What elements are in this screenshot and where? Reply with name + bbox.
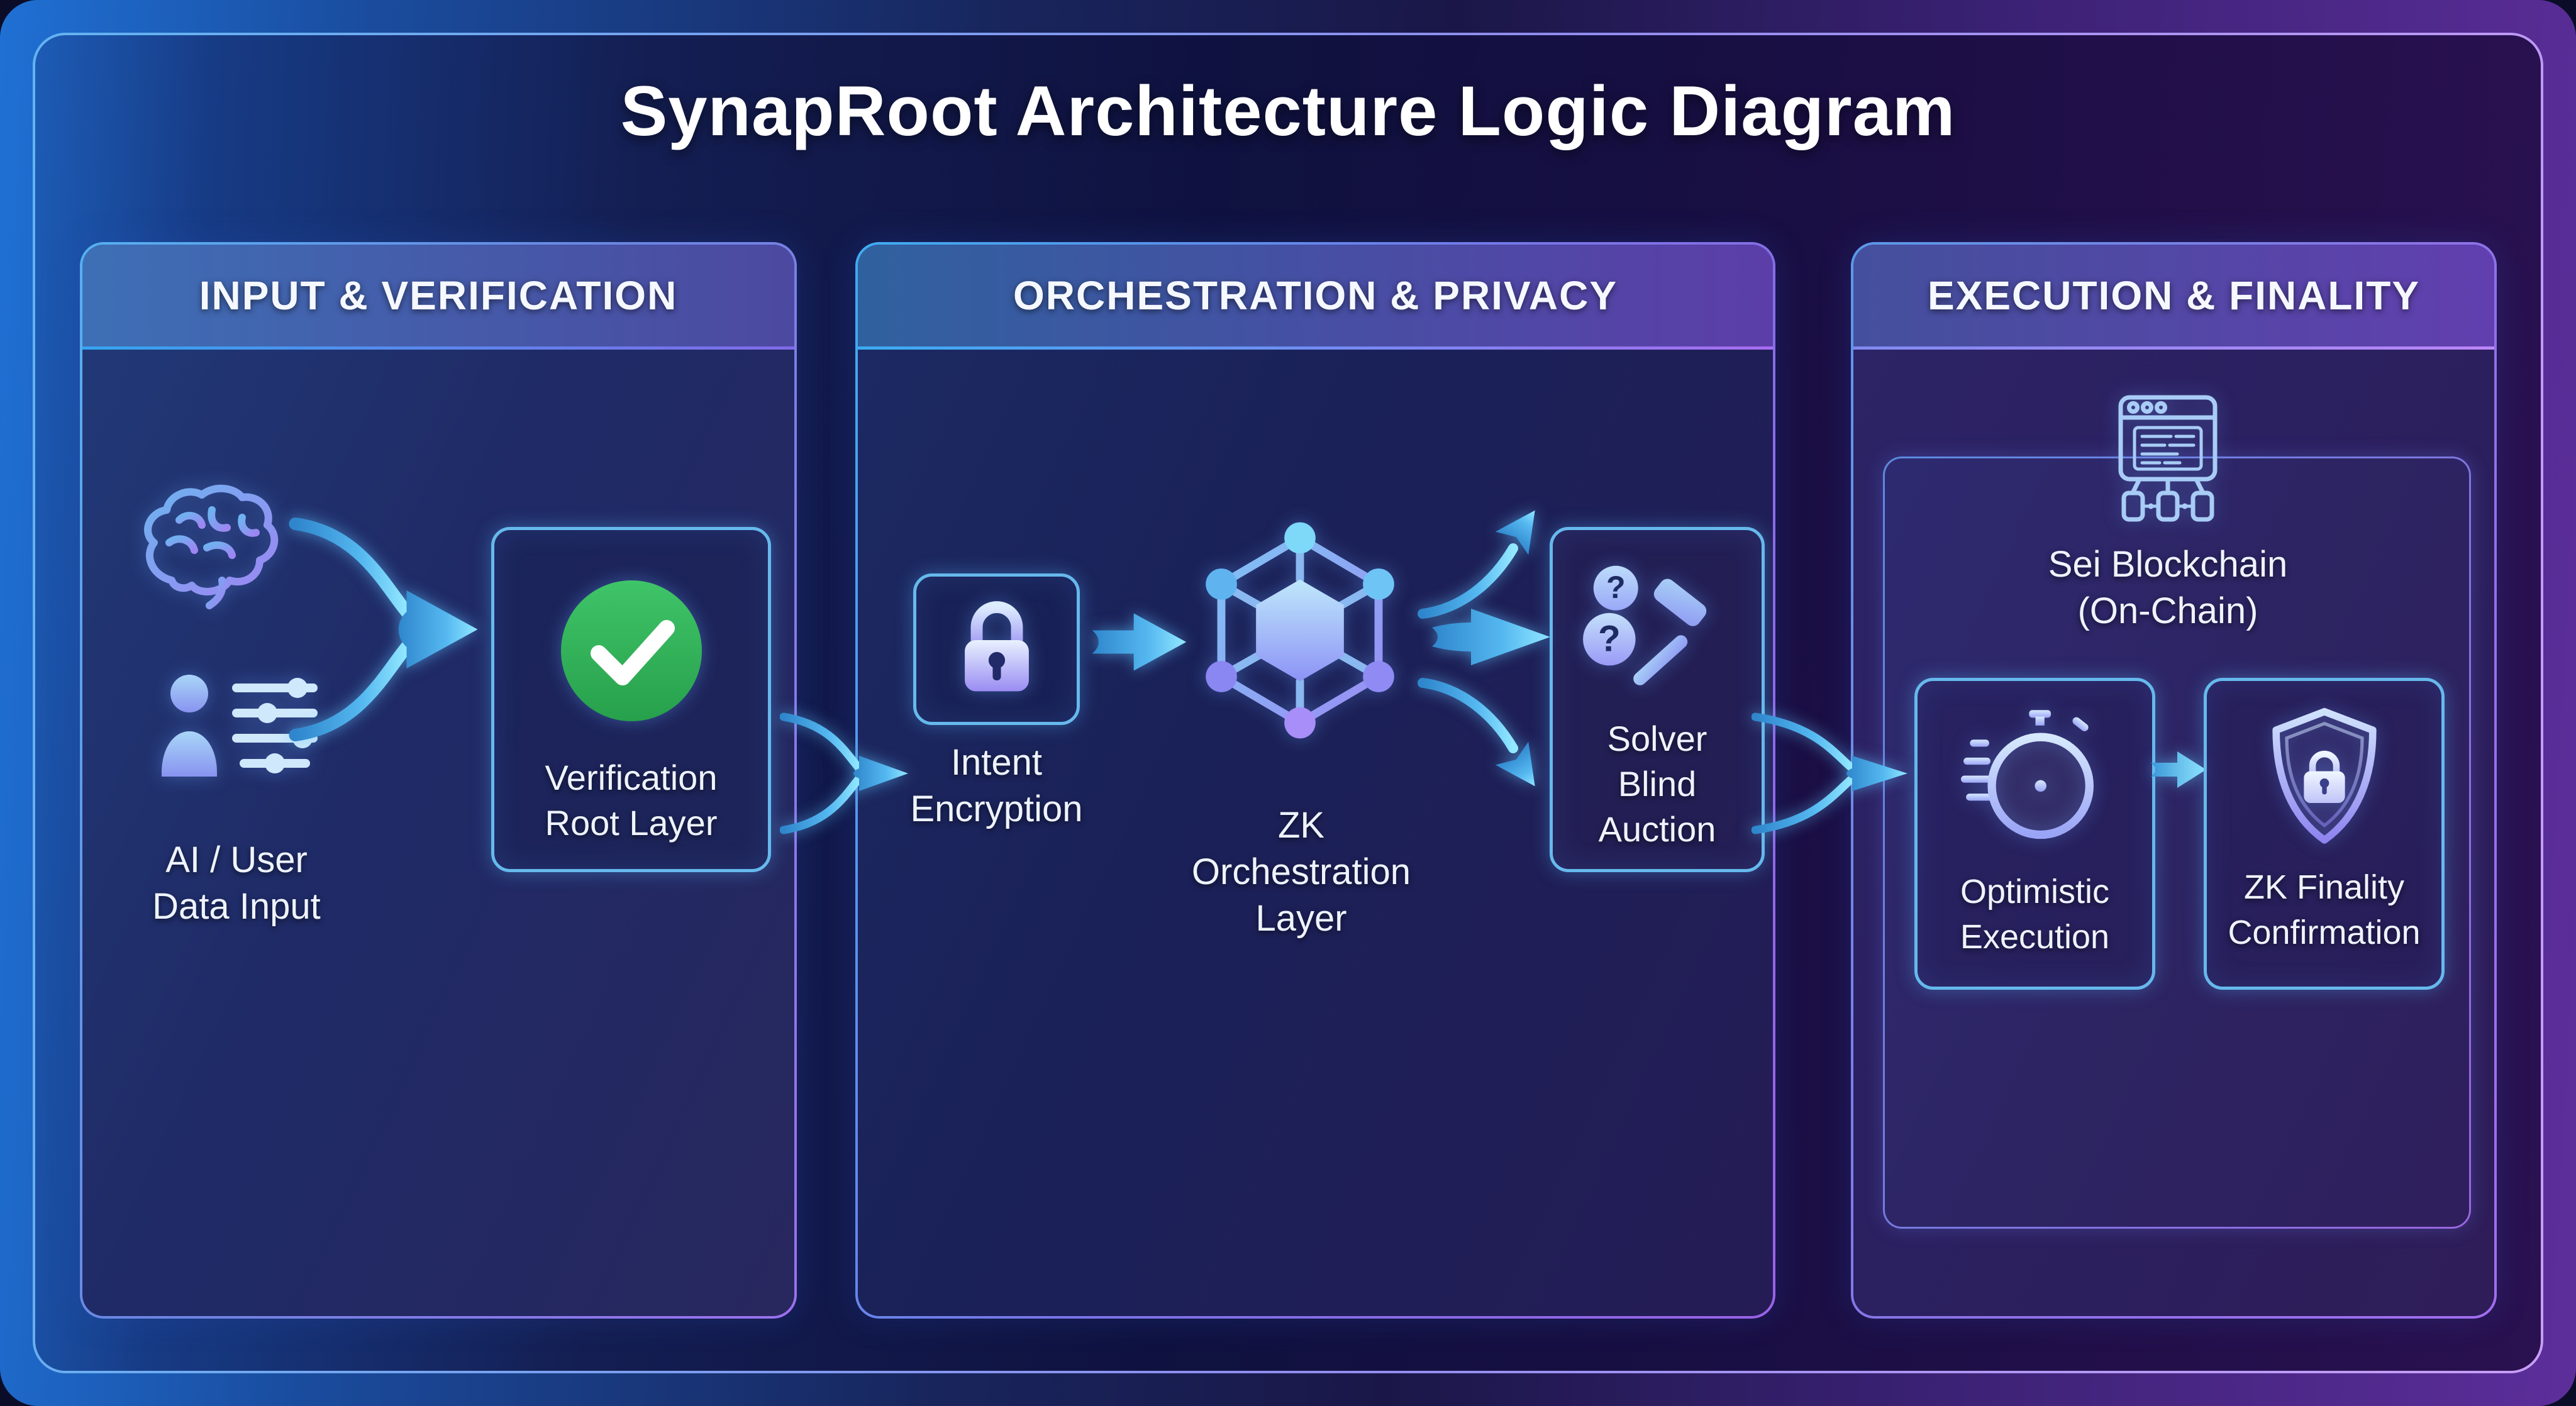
- node-verification-root-layer: Verification Root Layer: [491, 527, 771, 872]
- label-zk-finality-confirmation: ZK Finality Confirmation: [2228, 868, 2421, 951]
- label-zk-orchestration-layer: ZK Orchestration Layer: [1191, 805, 1411, 939]
- page-title: SynapRoot Architecture Logic Diagram: [620, 72, 1956, 150]
- check-circle-icon: [560, 580, 702, 721]
- label-sei-blockchain: Sei Blockchain (On-Chain): [2048, 544, 2288, 631]
- panel-header-orchestration-privacy: ORCHESTRATION & PRIVACY: [858, 245, 1773, 346]
- padlock-icon: [964, 601, 1029, 692]
- label-intent-encryption: Intent Encryption: [910, 742, 1083, 829]
- panel-execution-finality: EXECUTION & FINALITY: [1851, 242, 2497, 1319]
- svg-text:?: ?: [1598, 618, 1621, 659]
- flow-arrow-zk-fan-top: [1418, 510, 1535, 619]
- panel-header-divider: [858, 346, 1773, 350]
- panel-header-divider: [82, 346, 794, 350]
- stopwatch-icon: [1961, 710, 2094, 839]
- node-solver-blind-auction: ? ? Solver Blind Auction: [1550, 527, 1765, 872]
- hexagon-network-icon: [1206, 522, 1394, 739]
- label-solver-blind-auction: Solver Blind Auction: [1598, 719, 1716, 849]
- brain-icon: [144, 484, 279, 609]
- flow-arrow-input-to-verification: [289, 518, 478, 741]
- flow-arrow-zk-fan-middle: [1432, 609, 1550, 665]
- svg-text:?: ?: [1606, 570, 1626, 605]
- panel-input-verification: INPUT & VERIFICATION: [80, 242, 797, 1319]
- browser-blockchain-icon: [2118, 395, 2218, 522]
- flow-arrow-zk-fan-bottom: [1418, 678, 1535, 787]
- panel-header-divider: [1853, 346, 2494, 350]
- node-intent-encryption: [913, 573, 1080, 725]
- label-optimistic-execution: Optimistic Execution: [1960, 873, 2110, 956]
- flow-arrow-solver-to-execution: [1752, 712, 1907, 834]
- shield-lock-icon: [2272, 707, 2377, 844]
- node-optimistic-execution: Optimistic Execution: [1914, 678, 2155, 990]
- panel-header-execution-finality: EXECUTION & FINALITY: [1853, 245, 2494, 346]
- question-marks-gavel-icon: ? ?: [1583, 565, 1707, 685]
- label-ai-user-data-input: AI / User Data Input: [152, 839, 321, 927]
- flow-arrow-verification-to-intent: [780, 712, 908, 834]
- node-zk-finality-confirmation: ZK Finality Confirmation: [2204, 678, 2445, 990]
- user-sliders-icon: [162, 675, 318, 777]
- panel-header-input-verification: INPUT & VERIFICATION: [82, 245, 794, 346]
- label-verification-root-layer: Verification Root Layer: [545, 758, 718, 843]
- flow-arrow-intent-to-zk: [1092, 613, 1187, 671]
- panel-orchestration-privacy: ORCHESTRATION & PRIVACY: [855, 242, 1775, 1319]
- flow-arrow-optimistic-to-finality: [2151, 751, 2206, 788]
